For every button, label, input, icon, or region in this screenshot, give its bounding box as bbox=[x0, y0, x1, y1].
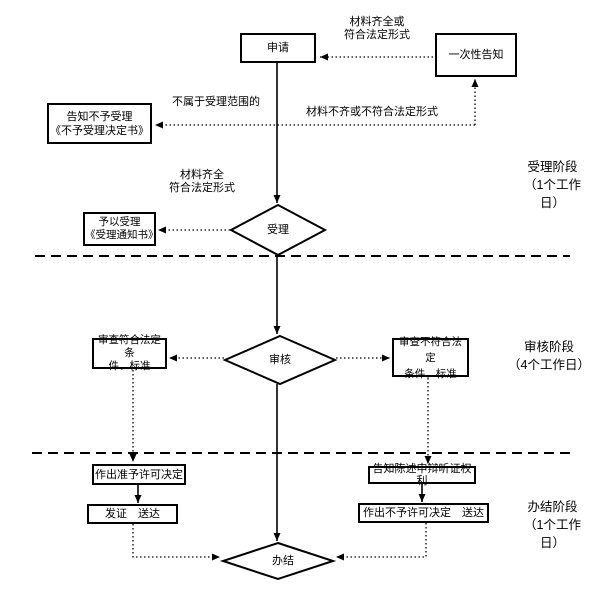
review-fail-box: 审查不符合法定 条件、标准 bbox=[392, 336, 469, 380]
one-time-notice-box: 一次性告知 bbox=[435, 33, 517, 77]
deny-decision-label: 作出不予许可决定 送达 bbox=[363, 507, 484, 519]
issue-deliver-box: 发证 送达 bbox=[87, 504, 178, 524]
stage-label-complete: 办结阶段 （1个工作 日） bbox=[524, 500, 581, 550]
grant-decision-label: 作出准予许可决定 bbox=[95, 468, 183, 481]
accept-notice-box: 予以受理 《受理通知书》 bbox=[83, 212, 159, 246]
accept-diamond-label: 受理 bbox=[267, 224, 289, 236]
dotted-arrow-issue-to-complete bbox=[132, 524, 220, 561]
apply-box: 申请 bbox=[240, 33, 316, 63]
stage-label-accept: 受理阶段 （1个工作 日） bbox=[524, 160, 581, 210]
reject-notice-box: 告知不予受理 《不予受理决定书》 bbox=[47, 103, 152, 144]
issue-deliver-label: 发证 送达 bbox=[105, 508, 160, 520]
dotted-arrow-deny-to-complete bbox=[336, 523, 427, 561]
review-fail-label: 审查不符合法定 条件、标准 bbox=[399, 335, 462, 380]
edge-label-materials-incomplete: 材料不齐或不符合法定形式 bbox=[306, 106, 438, 118]
complete-diamond-shape bbox=[219, 541, 337, 581]
stage-label-review: 审核阶段 （4个工作日） bbox=[508, 340, 590, 372]
one-time-notice-label: 一次性告知 bbox=[448, 49, 504, 61]
edge-label-materials-complete-mid: 材料齐全 符合法定形式 bbox=[169, 169, 235, 194]
accept-diamond-shape bbox=[228, 203, 328, 257]
apply-label: 申请 bbox=[267, 42, 289, 54]
grant-decision-box: 作出准予许可决定 bbox=[92, 464, 186, 485]
edge-label-out-of-scope: 不属于受理范围的 bbox=[172, 96, 260, 108]
accept-notice-label: 予以受理 《受理通知书》 bbox=[85, 216, 159, 241]
review-diamond-shape bbox=[222, 334, 338, 386]
deny-decision-box: 作出不予许可决定 送达 bbox=[358, 503, 489, 523]
hearing-rights-box: 告知陈述申辩听证权利 bbox=[368, 463, 476, 487]
review-pass-label: 审查符合法定条 件、标准 bbox=[98, 334, 161, 372]
complete-diamond-label: 办结 bbox=[272, 555, 294, 567]
edge-label-materials-complete-top: 材料齐全或 符合法定形式 bbox=[344, 16, 410, 41]
review-pass-box: 审查符合法定条 件、标准 bbox=[92, 334, 167, 372]
hearing-rights-label: 告知陈述申辩听证权利 bbox=[372, 463, 472, 487]
reject-notice-label: 告知不予受理 《不予受理决定书》 bbox=[50, 110, 149, 137]
review-diamond-label: 审核 bbox=[269, 354, 291, 366]
